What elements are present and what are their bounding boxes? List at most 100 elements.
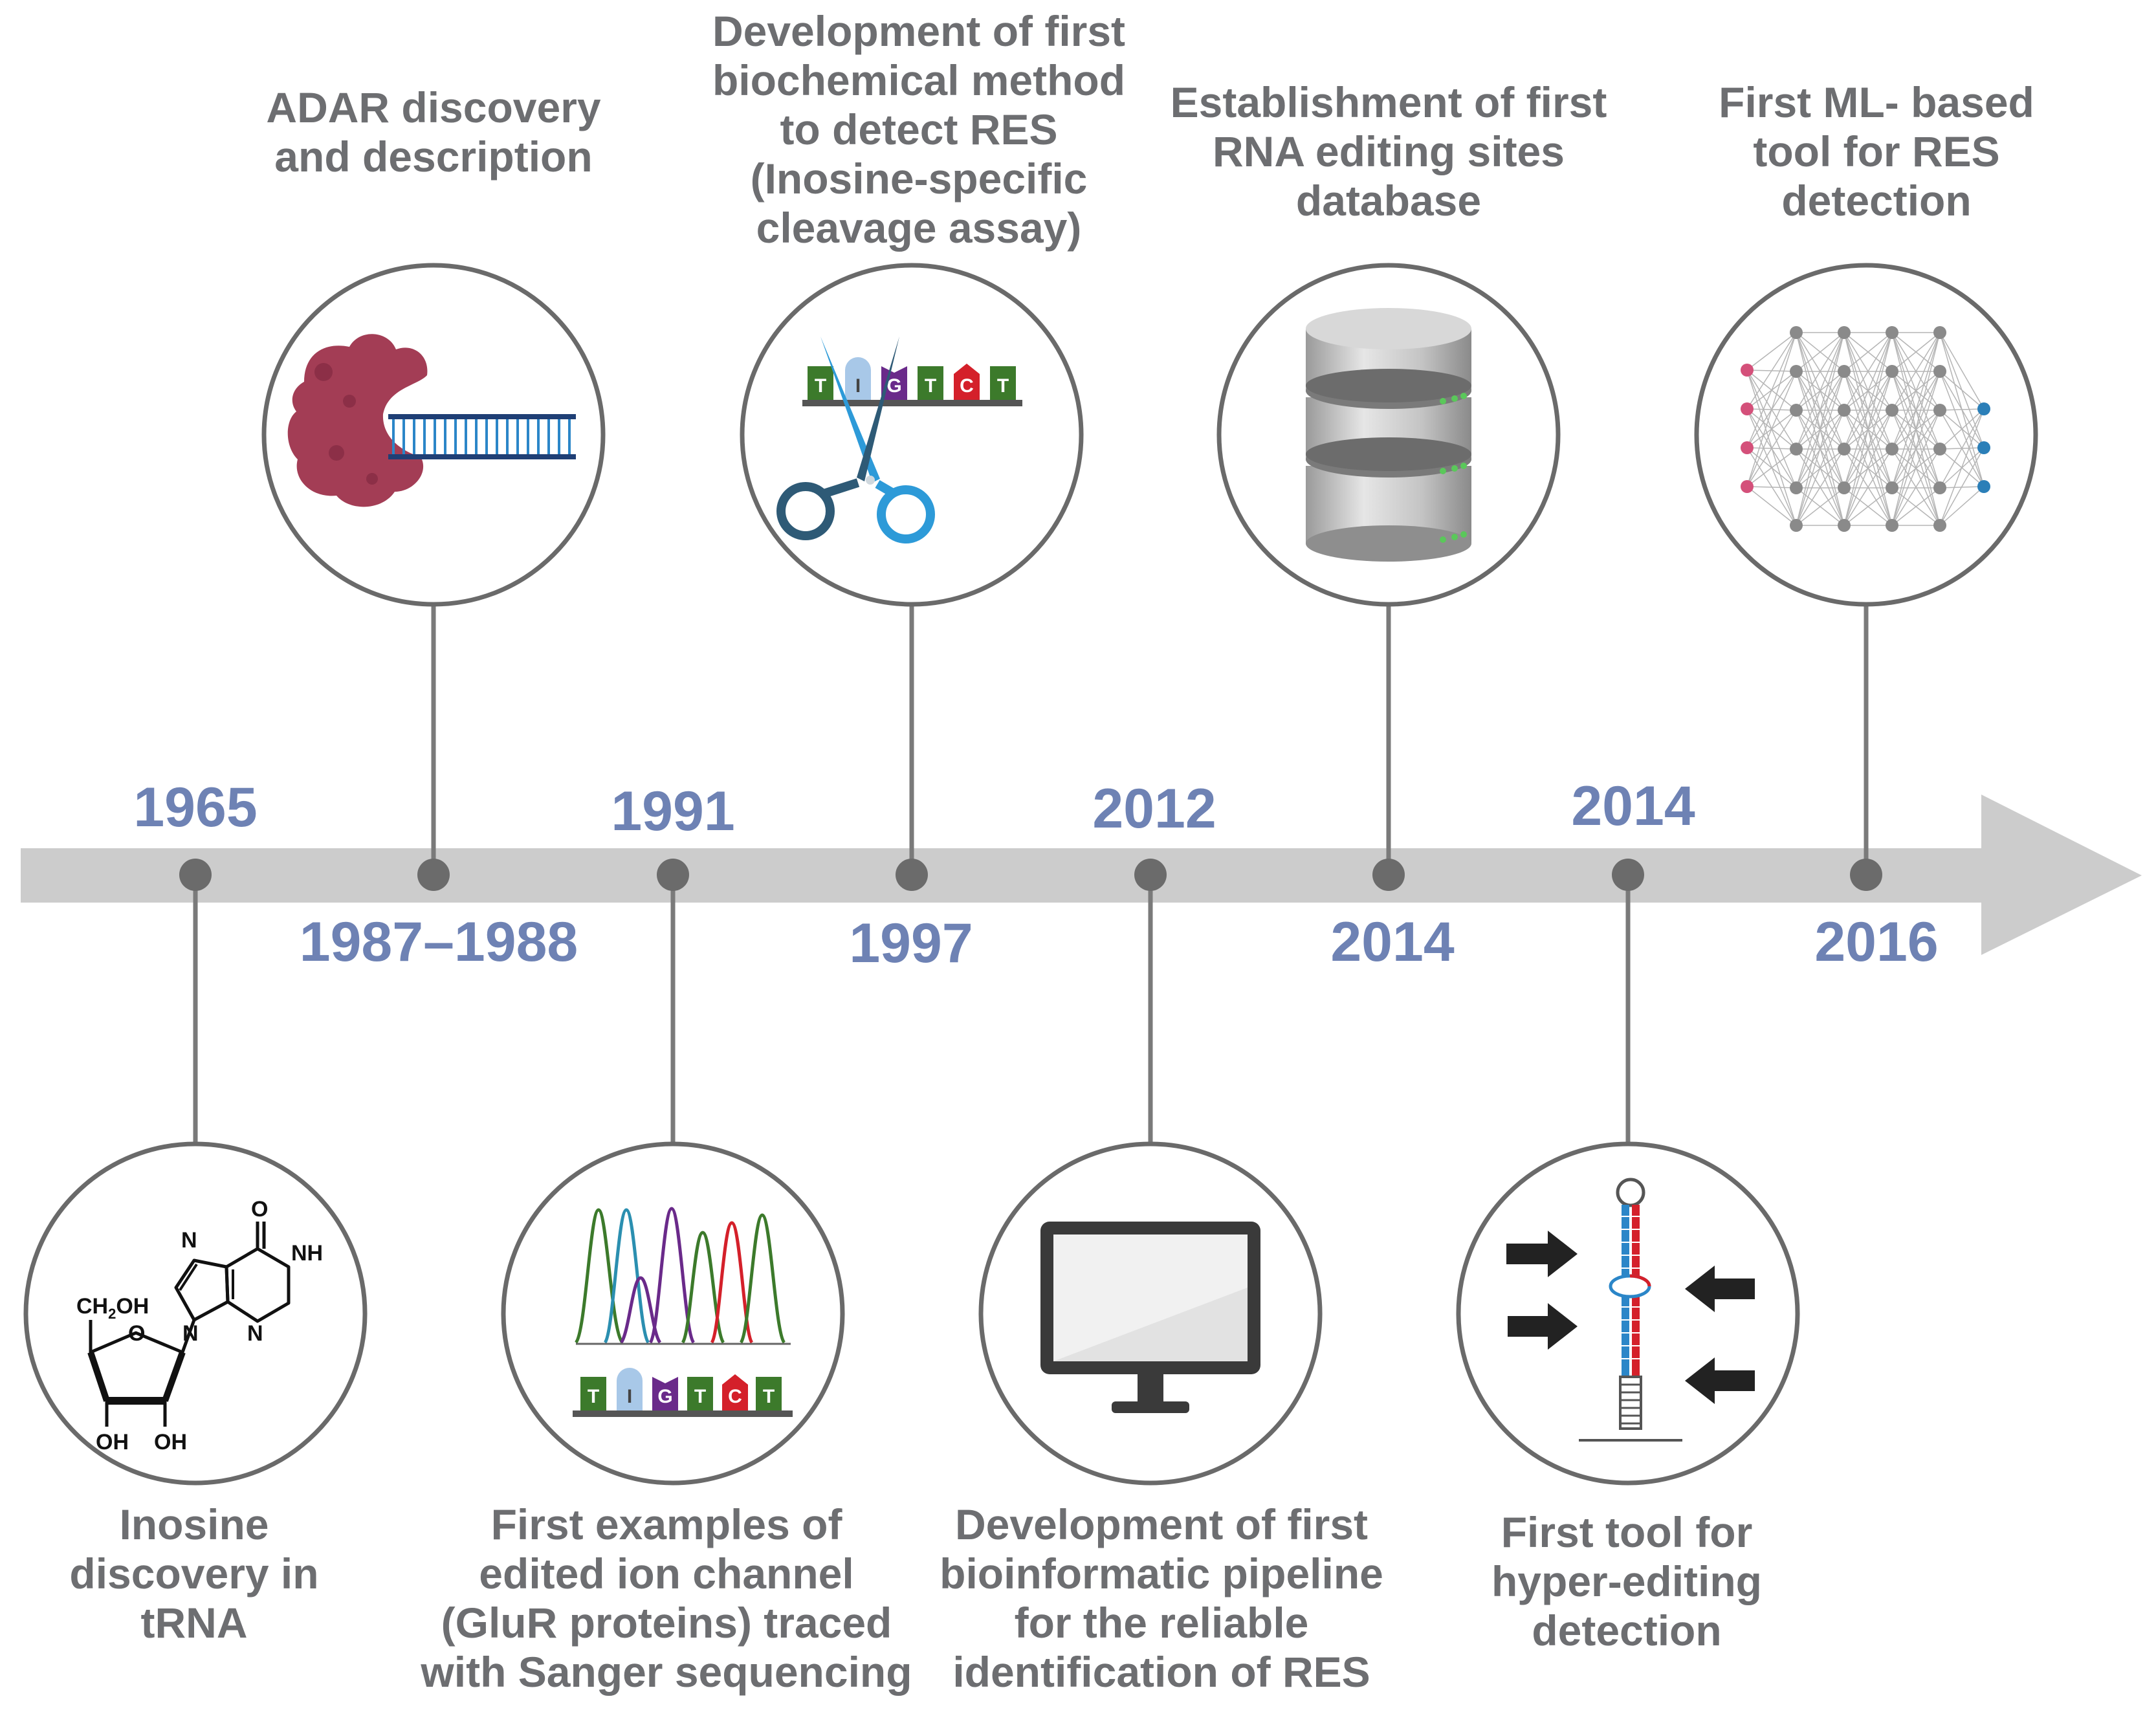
caption-line: Inosine [119,1500,269,1548]
network-node [1933,443,1946,455]
network-node [1838,481,1851,494]
network-edge [1796,332,1845,372]
database-server-icon [1306,308,1471,562]
axis-dot-2012 [1134,859,1167,891]
timeline-axis [21,795,2142,955]
sanger-sequence-strip: T I G T C T [573,1368,793,1417]
caption-line: tool for RES [1753,127,2000,175]
network-edge [1746,332,1797,448]
network-edge [1843,332,1893,450]
network-edge [1891,332,1941,411]
network-edge [1891,332,1941,450]
network-edge [1746,448,1797,487]
caption-line: bioinformatic pipeline [940,1550,1383,1597]
seq-letter-4: T [694,1386,706,1407]
caption-line: Development of first [954,1500,1369,1548]
inosine-atom-labels: CH2OH O OH OH O N N NH N [76,1197,323,1454]
year-label-1997: 1997 [849,912,973,974]
inosine-structure-icon [87,1222,291,1427]
network-node [1977,480,1990,493]
caption-line: ADAR discovery [266,83,601,131]
network-node [1838,365,1851,378]
network-edge [1939,408,1985,450]
cleave-letter-6: T [997,375,1009,397]
network-node [1933,481,1946,494]
network-node [1790,326,1803,339]
network-edge [1796,332,1845,488]
year-label-1987-1988: 1987–1988 [299,911,578,973]
seq-letter-5: C [728,1386,742,1407]
caption-line: for the reliable [1014,1599,1309,1647]
event-circle-1991 [501,1141,845,1486]
network-node [1838,519,1851,532]
network-edge [1939,408,1985,411]
network-node [1886,365,1898,378]
adar-enzyme-icon [287,334,576,507]
network-node [1790,365,1803,378]
caption-line: edited ion channel [479,1550,854,1597]
cleave-letter-1: T [815,375,826,397]
atom-label-n-bottom: N [247,1321,263,1346]
caption-2016: First ML- based tool for RES detection [1631,78,2122,225]
atom-label-o-ring: O [128,1321,145,1346]
network-node [1790,519,1803,532]
scissors-cleavage-icon: T I G T C T [776,336,1022,543]
axis-dot-2016 [1850,859,1882,891]
network-edge [1746,486,1797,526]
seq-letter-6: T [763,1386,775,1407]
caption-line: Development of first [712,7,1126,55]
caption-line: database [1295,177,1482,225]
network-edge [1746,486,1797,488]
caption-line: detection [1532,1607,1722,1654]
caption-line: and description [274,133,593,181]
caption-line: biochemical method [712,56,1126,104]
caption-line: detection [1781,177,1972,225]
caption-line: discovery in [69,1550,319,1597]
cleave-letter-2: I [855,375,861,397]
network-node [1838,404,1851,417]
network-edge [1843,332,1893,411]
event-circle-1997 [740,263,1084,607]
network-node [1741,402,1754,415]
network-edge [1939,486,1985,526]
cleave-letter-5: C [960,375,974,397]
network-edge [1746,332,1797,487]
caption-line: cleavage assay) [756,204,1082,252]
caption-2014a: Establishment of first RNA editing sites… [1143,78,1634,225]
network-edge [1796,332,1845,450]
network-node [1790,481,1803,494]
caption-line: First ML- based [1719,78,2034,126]
caption-line: with Sanger sequencing [421,1648,912,1696]
network-edge [1796,371,1845,526]
cleave-letter-3: G [886,375,901,397]
cleave-letter-4: T [925,375,936,397]
network-node [1790,443,1803,455]
neural-network-icon [1741,326,1990,532]
seq-letter-3: G [657,1386,672,1407]
caption-2012: Development of first bioinformatic pipel… [916,1500,1407,1696]
year-label-2014b: 2014 [1571,775,1695,837]
caption-1997: Development of first biochemical method … [673,6,1165,252]
network-edge [1843,332,1893,488]
atom-label-ch2oh: CH2OH [76,1294,149,1322]
network-edge [1796,410,1845,526]
axis-dot-2014b [1612,859,1644,891]
atom-label-nh: NH [291,1241,323,1266]
year-label-1965: 1965 [133,776,258,839]
network-node [1741,480,1754,493]
caption-line: RNA editing sites [1213,127,1565,175]
network-node [1790,404,1803,417]
caption-2014b: First tool for hyper-editing detection [1381,1508,1873,1655]
connector-lines [193,603,1869,1144]
network-edge [1796,332,1845,411]
year-label-1991: 1991 [611,780,735,842]
seq-letter-1: T [588,1386,599,1407]
network-edge [1843,487,1893,526]
network-edge [1939,447,1985,526]
network-edge [1891,371,1941,526]
caption-line: Establishment of first [1170,78,1607,126]
network-node [1977,402,1990,415]
network-edge [1891,332,1941,526]
atom-label-oh-right: OH [154,1430,187,1454]
caption-1987-1988: ADAR discovery and description [188,83,679,181]
